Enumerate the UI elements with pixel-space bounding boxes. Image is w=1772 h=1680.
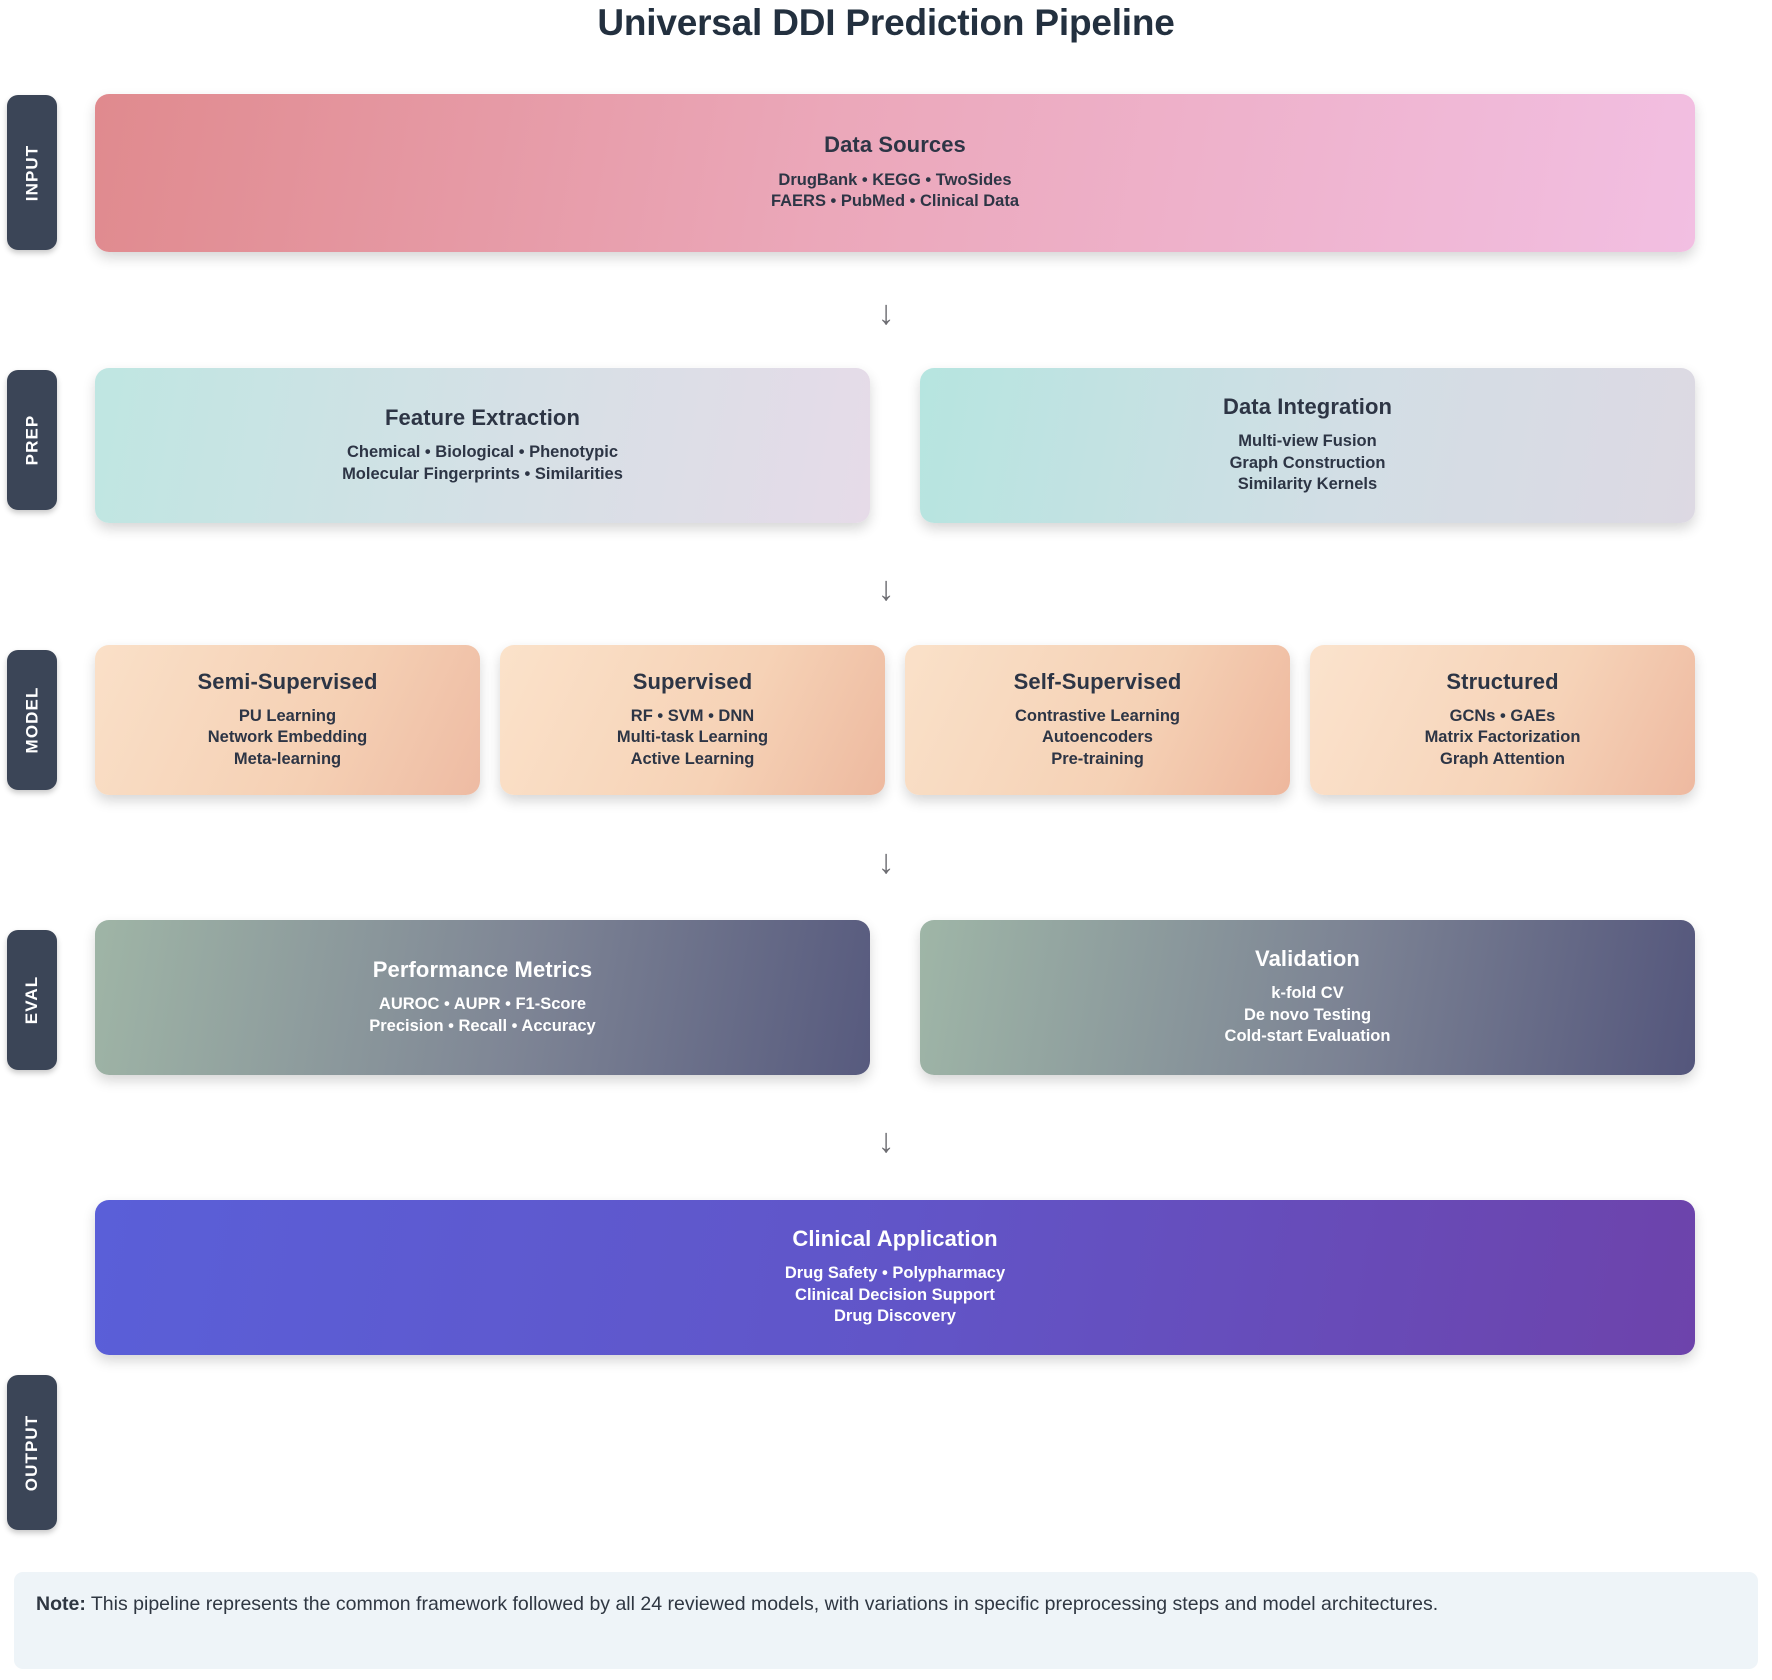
card-semi-supervised-title: Semi-Supervised	[197, 668, 378, 694]
card-line: Precision • Recall • Accuracy	[369, 1016, 596, 1035]
card-data-sources[interactable]: Data Sources DrugBank • KEGG • TwoSides …	[95, 94, 1695, 252]
card-line: Molecular Fingerprints • Similarities	[342, 464, 623, 483]
card-line: Multi-view Fusion	[1238, 432, 1377, 451]
card-feature-extraction[interactable]: Feature Extraction Chemical • Biological…	[95, 368, 870, 523]
card-line: DrugBank • KEGG • TwoSides	[778, 170, 1012, 189]
card-line: Matrix Factorization	[1424, 728, 1581, 747]
card-line: Graph Attention	[1440, 749, 1565, 768]
card-line: De novo Testing	[1243, 1005, 1372, 1024]
card-validation[interactable]: Validation k-fold CV De novo Testing Col…	[920, 920, 1695, 1075]
card-supervised-lines: RF • SVM • DNN Multi-task Learning Activ…	[617, 706, 768, 770]
card-feature-extraction-title: Feature Extraction	[385, 404, 580, 430]
stage-chip-output: OUTPUT	[7, 1375, 57, 1530]
card-line: Clinical Decision Support	[795, 1285, 995, 1304]
card-supervised-title: Supervised	[632, 668, 753, 694]
card-line: Similarity Kernels	[1237, 475, 1378, 494]
page-title: Universal DDI Prediction Pipeline	[597, 2, 1175, 43]
model-row: Semi-Supervised PU Learning Network Embe…	[95, 645, 1695, 795]
prep-row: Feature Extraction Chemical • Biological…	[95, 368, 1695, 523]
card-clinical-application-lines: Drug Safety • Polypharmacy Clinical Deci…	[785, 1263, 1005, 1327]
card-line: Active Learning	[630, 749, 755, 768]
card-semi-supervised[interactable]: Semi-Supervised PU Learning Network Embe…	[95, 645, 480, 795]
card-line: Contrastive Learning	[1014, 706, 1181, 725]
card-line: k-fold CV	[1271, 984, 1344, 1003]
card-line: AUROC • AUPR • F1-Score	[378, 995, 587, 1014]
stage-chip-eval: EVAL	[7, 930, 57, 1070]
stage-chip-input: INPUT	[7, 95, 57, 250]
card-performance-metrics[interactable]: Performance Metrics AUROC • AUPR • F1-Sc…	[95, 920, 870, 1075]
card-line: FAERS • PubMed • Clinical Data	[770, 192, 1020, 211]
note-bar: Note: This pipeline represents the commo…	[14, 1572, 1758, 1669]
stage-chip-model: MODEL	[7, 650, 57, 790]
flow-arrow-3: ↓	[877, 843, 895, 881]
stage-chip-output-label: OUTPUT	[22, 1414, 42, 1491]
card-supervised[interactable]: Supervised RF • SVM • DNN Multi-task Lea…	[500, 645, 885, 795]
card-data-sources-title: Data Sources	[824, 132, 966, 158]
stage-chip-prep: PREP	[7, 370, 57, 510]
card-self-supervised-lines: Contrastive Learning Autoencoders Pre-tr…	[1015, 706, 1180, 770]
card-clinical-application[interactable]: Clinical Application Drug Safety • Polyp…	[95, 1200, 1695, 1355]
note-label: Note:	[36, 1593, 86, 1615]
card-structured-lines: GCNs • GAEs Matrix Factorization Graph A…	[1425, 706, 1581, 770]
stage-chip-model-label: MODEL	[22, 686, 42, 754]
card-self-supervised-title: Self-Supervised	[1013, 668, 1182, 694]
card-validation-title: Validation	[1255, 946, 1360, 972]
stage-chip-input-label: INPUT	[22, 144, 41, 201]
flow-arrow-1: ↓	[877, 294, 895, 332]
card-line: Chemical • Biological • Phenotypic	[346, 443, 618, 462]
card-line: Multi-task Learning	[616, 728, 769, 747]
card-performance-metrics-title: Performance Metrics	[372, 956, 593, 982]
card-feature-extraction-lines: Chemical • Biological • Phenotypic Molec…	[342, 442, 623, 485]
card-structured[interactable]: Structured GCNs • GAEs Matrix Factorizat…	[1310, 645, 1695, 795]
card-clinical-application-title: Clinical Application	[792, 1226, 998, 1252]
output-row: Clinical Application Drug Safety • Polyp…	[95, 1200, 1695, 1355]
card-structured-title: Structured	[1446, 668, 1559, 694]
card-line: Cold-start Evaluation	[1224, 1027, 1391, 1046]
card-line: GCNs • GAEs	[1449, 706, 1556, 725]
card-line: Meta-learning	[233, 749, 342, 768]
flow-arrow-2: ↓	[877, 570, 895, 608]
input-row: Data Sources DrugBank • KEGG • TwoSides …	[95, 94, 1695, 252]
stage-chip-eval-label: EVAL	[21, 975, 41, 1025]
card-performance-metrics-lines: AUROC • AUPR • F1-Score Precision • Reca…	[369, 994, 595, 1037]
card-data-integration-title: Data Integration	[1222, 394, 1393, 420]
stage-chip-prep-label: PREP	[22, 414, 42, 466]
card-line: Network Embedding	[207, 728, 368, 747]
card-validation-lines: k-fold CV De novo Testing Cold-start Eva…	[1225, 983, 1391, 1047]
eval-row: Performance Metrics AUROC • AUPR • F1-Sc…	[95, 920, 1695, 1075]
card-data-integration[interactable]: Data Integration Multi-view Fusion Graph…	[920, 368, 1695, 523]
card-line: Drug Discovery	[834, 1307, 956, 1326]
card-line: Autoencoders	[1042, 728, 1153, 747]
card-self-supervised[interactable]: Self-Supervised Contrastive Learning Aut…	[905, 645, 1290, 795]
card-semi-supervised-lines: PU Learning Network Embedding Meta-learn…	[208, 706, 368, 770]
card-line: Graph Construction	[1229, 453, 1386, 472]
card-data-integration-lines: Multi-view Fusion Graph Construction Sim…	[1230, 431, 1386, 495]
card-line: Pre-training	[1051, 749, 1144, 768]
card-line: RF • SVM • DNN	[630, 706, 755, 725]
card-line: Drug Safety • Polypharmacy	[784, 1264, 1006, 1283]
note-text: This pipeline represents the common fram…	[85, 1593, 1439, 1615]
card-data-sources-lines: DrugBank • KEGG • TwoSides FAERS • PubMe…	[771, 170, 1019, 213]
flow-arrow-4: ↓	[877, 1122, 895, 1160]
card-line: PU Learning	[238, 706, 337, 725]
